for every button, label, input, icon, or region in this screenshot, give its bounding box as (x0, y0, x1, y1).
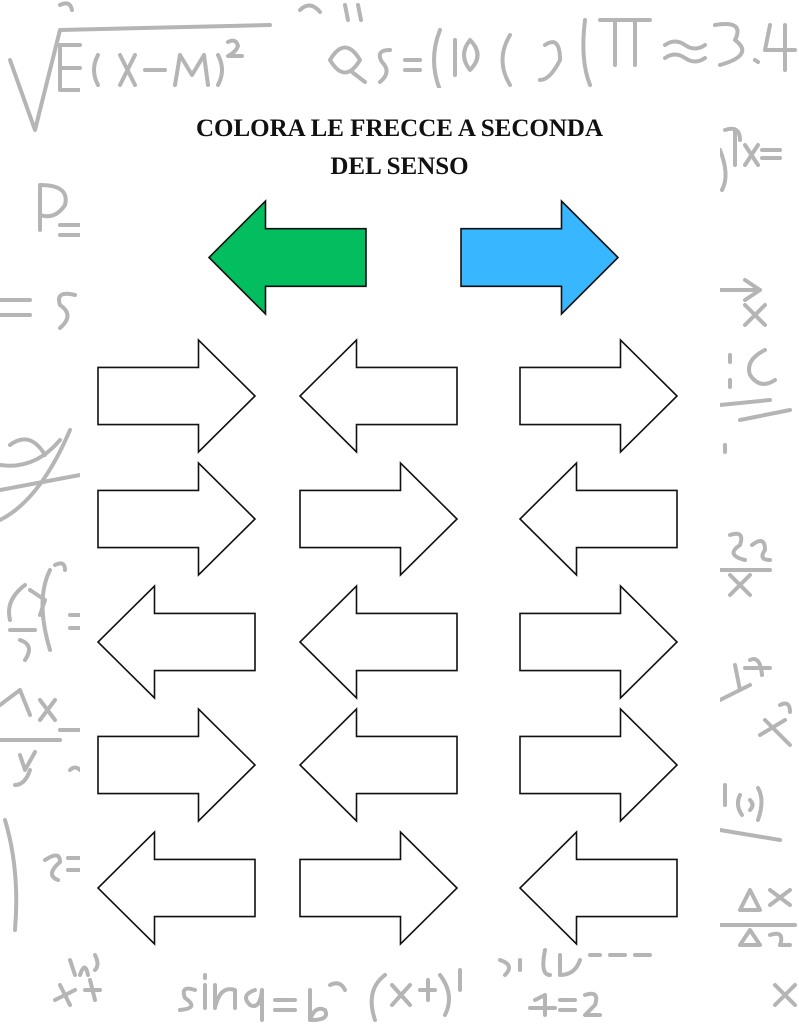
blank-arrow-left-r5c1[interactable] (96, 830, 256, 946)
blank-arrow-left-r1c2[interactable] (298, 338, 458, 454)
blank-arrow-right-r1c3[interactable] (519, 338, 679, 454)
blank-arrow-right-r4c1[interactable] (97, 707, 257, 823)
blank-arrow-left-r3c1[interactable] (96, 584, 256, 700)
blank-arrow-right-r2c2[interactable] (299, 461, 459, 577)
blank-arrow-right-r1c1[interactable] (97, 338, 257, 454)
blank-arrow-right-r3c3[interactable] (519, 584, 679, 700)
blank-arrow-left-r2c3[interactable] (518, 461, 678, 577)
blank-arrow-left-r3c2[interactable] (298, 584, 458, 700)
title-line-1: COLORA LE FRECCE A SECONDA (195, 115, 604, 142)
title-line-2: DEL SENSO (330, 153, 469, 180)
example-arrow-right-blue[interactable] (460, 199, 620, 316)
blank-arrow-right-r5c2[interactable] (299, 830, 459, 946)
blank-arrow-right-r4c3[interactable] (519, 707, 679, 823)
example-arrow-left-green[interactable] (207, 199, 367, 316)
blank-arrow-left-r5c3[interactable] (518, 830, 678, 946)
blank-arrow-right-r2c1[interactable] (97, 461, 257, 577)
worksheet-title: COLORA LE FRECCE A SECONDA DEL SENSO (0, 110, 799, 186)
blank-arrow-left-r4c2[interactable] (298, 707, 458, 823)
